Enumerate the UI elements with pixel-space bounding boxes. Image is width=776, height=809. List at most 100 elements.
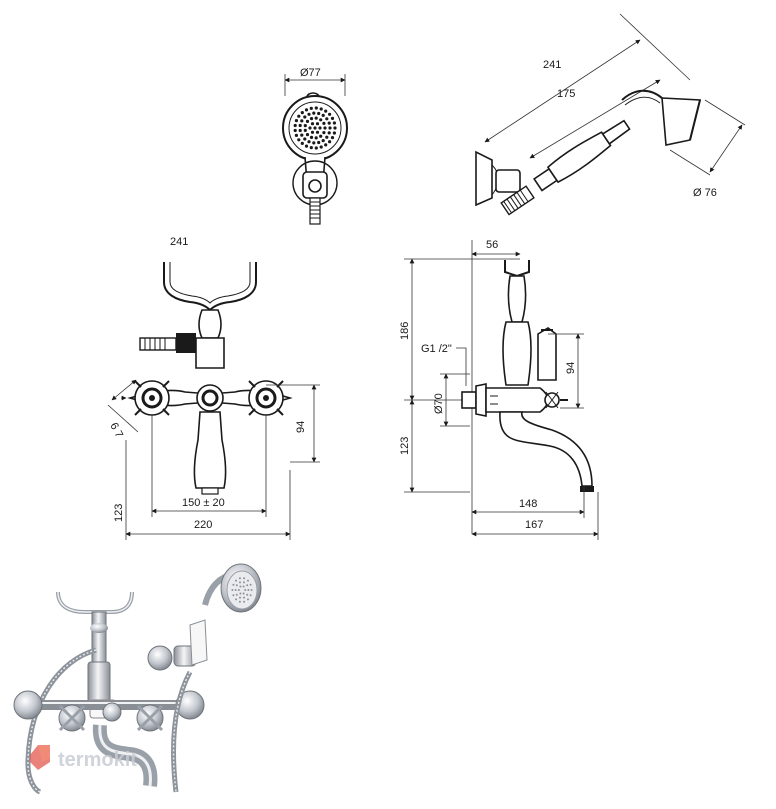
nozzle-dot <box>319 145 323 149</box>
photo-nozzle-dot <box>243 577 246 580</box>
photo-nozzle-dot <box>232 594 235 597</box>
photo-nozzle-dot <box>235 584 238 587</box>
photo-nozzle-dot <box>238 577 241 580</box>
photo-nozzle-dot <box>242 585 245 588</box>
nozzle-dot <box>308 126 312 130</box>
nozzle-dot <box>314 116 318 120</box>
photo-nozzle-dot <box>242 592 245 595</box>
nozzle-dot <box>322 131 326 135</box>
nozzle-dot <box>328 126 332 130</box>
nozzle-dot <box>309 135 314 139</box>
nozzle-dot <box>324 143 328 147</box>
dim-centers: 150 ± 20 <box>182 497 225 509</box>
nozzle-dot <box>323 126 327 130</box>
nozzle-dot <box>325 117 329 121</box>
photo-nozzle-dot <box>250 589 253 591</box>
dim-spout-reach-inner: 148 <box>519 498 537 510</box>
dim-total-length: 241 <box>543 59 561 71</box>
nozzle-dot <box>303 128 307 132</box>
nozzle-dot <box>314 146 318 150</box>
photo-nozzle-dot <box>243 596 245 599</box>
photo-nozzle-dot <box>246 593 249 596</box>
nozzle-dot <box>298 128 302 133</box>
nozzle-dot <box>321 139 325 143</box>
nozzle-dot <box>328 112 332 116</box>
nozzle-dot <box>309 146 313 150</box>
termokit-watermark: termokit <box>30 745 137 771</box>
nozzle-dot <box>305 119 310 123</box>
nozzle-dot <box>330 136 335 140</box>
nozzle-dot <box>294 133 298 137</box>
nozzle-dot <box>309 117 314 121</box>
nozzle-dot <box>327 121 331 125</box>
dim-head-diameter: Ø 76 <box>693 187 717 199</box>
nozzle-dot <box>319 134 323 138</box>
nozzle-dot <box>319 107 323 111</box>
product-photo <box>13 563 262 795</box>
nozzle-dot <box>310 130 315 134</box>
watermark-brand: termokit <box>58 749 137 771</box>
dim-flange-diameter: Ø70 <box>433 393 445 414</box>
left-cross-handle <box>134 380 170 416</box>
photo-nozzle-dot <box>247 589 250 591</box>
photo-nozzle-dot <box>239 592 242 595</box>
photo-nozzle-dot <box>243 600 246 603</box>
photo-nozzle-dot <box>239 581 241 584</box>
nozzle-dot <box>314 136 318 140</box>
photo-nozzle-dot <box>235 579 237 582</box>
nozzle-dot <box>298 123 302 128</box>
dim-handle-span: 6 7 <box>107 421 125 440</box>
ceramic-lever <box>537 327 557 381</box>
photo-nozzle-dot <box>247 598 249 601</box>
photo-nozzle-dot <box>249 594 252 597</box>
nozzle-dot <box>297 114 301 118</box>
photo-nozzle-dot <box>239 596 241 599</box>
dim-overall-width: 220 <box>194 519 212 531</box>
photo-nozzle-dot <box>249 583 252 586</box>
nozzle-dot <box>305 133 310 137</box>
dim-thread: G1 /2" <box>421 343 452 355</box>
nozzle-dot <box>293 123 297 128</box>
photo-nozzle-dot <box>247 579 249 582</box>
nozzle-dot <box>318 126 322 130</box>
hose-connector <box>309 197 321 225</box>
nozzle-dot <box>321 113 325 117</box>
nozzle-dot <box>324 109 328 113</box>
photo-nozzle-dot <box>231 589 234 591</box>
nozzle-dot <box>307 112 311 116</box>
nozzle-dot <box>304 144 309 148</box>
nozzle-dot <box>309 106 313 110</box>
mixer-front-view: 241 <box>107 236 320 540</box>
dim-upper-height: 186 <box>399 322 411 340</box>
nozzle-dot <box>314 106 318 110</box>
nozzle-dot <box>327 131 331 135</box>
nozzle-dot <box>313 126 317 130</box>
nozzle-dot <box>319 118 323 122</box>
nozzle-dot <box>300 133 304 137</box>
dim-front-height-123: 123 <box>113 504 125 522</box>
photo-shower-nozzles <box>231 577 253 603</box>
photo-nozzle-dot <box>244 589 247 591</box>
nozzle-dot <box>303 124 307 128</box>
nozzle-dot <box>315 122 320 126</box>
nozzle-dot <box>303 137 307 141</box>
photo-nozzle-dot <box>237 589 240 591</box>
nozzle-dot <box>293 128 297 133</box>
nozzle-dot <box>310 122 315 126</box>
nozzle-dot <box>300 111 304 115</box>
nozzle-dot <box>315 130 320 134</box>
nozzle-dot <box>294 119 298 123</box>
nozzle-dot <box>317 140 321 145</box>
nozzle-dot <box>333 126 337 130</box>
dim-hand-shower-diameter: Ø77 <box>300 67 321 79</box>
photo-nozzle-dot <box>235 593 238 596</box>
nozzle-dot <box>304 108 309 112</box>
nozzle-dot <box>300 119 304 123</box>
photo-nozzle-dot <box>243 581 245 584</box>
nozzle-dot <box>312 141 316 145</box>
side-cross-handle <box>544 391 568 409</box>
hand-shower-side-view: 241 175 Ø 76 <box>475 13 746 216</box>
dim-lower-height: 123 <box>399 437 411 455</box>
